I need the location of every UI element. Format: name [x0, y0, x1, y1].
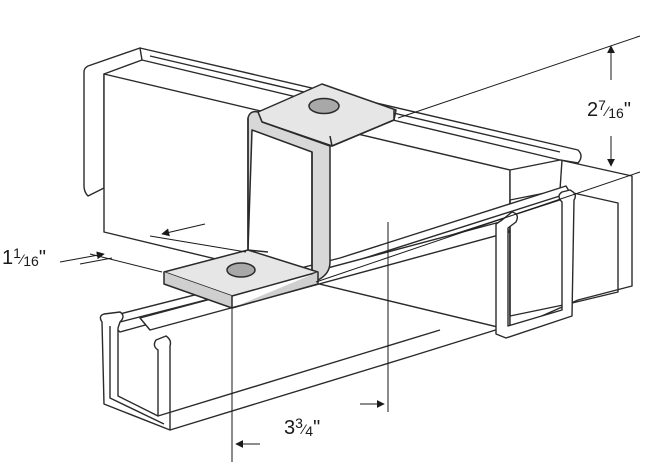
upper-channel: [83, 47, 633, 331]
length-numerator: 3: [295, 415, 303, 431]
width-unit: ": [38, 247, 46, 269]
height-denominator: 16: [608, 105, 624, 121]
length-dimension-label: 33⁄4": [284, 415, 321, 439]
length-whole: 3: [284, 417, 296, 439]
height-numerator: 7: [598, 97, 606, 113]
height-dimension-label: 27⁄16": [587, 97, 631, 121]
top-bolt-hole: [308, 97, 340, 115]
bottom-bolt-hole: [226, 262, 256, 278]
length-unit: ": [313, 417, 321, 439]
length-denominator: 4: [305, 423, 314, 439]
width-numerator: 1: [13, 245, 21, 261]
z-bracket: [163, 83, 397, 309]
width-dimension-label: 11⁄16": [2, 245, 46, 269]
dimension-lines: [59, 35, 641, 462]
width-denominator: 16: [23, 253, 39, 269]
height-unit: ": [623, 99, 631, 121]
height-whole: 2: [587, 99, 599, 121]
width-whole: 1: [2, 247, 14, 269]
